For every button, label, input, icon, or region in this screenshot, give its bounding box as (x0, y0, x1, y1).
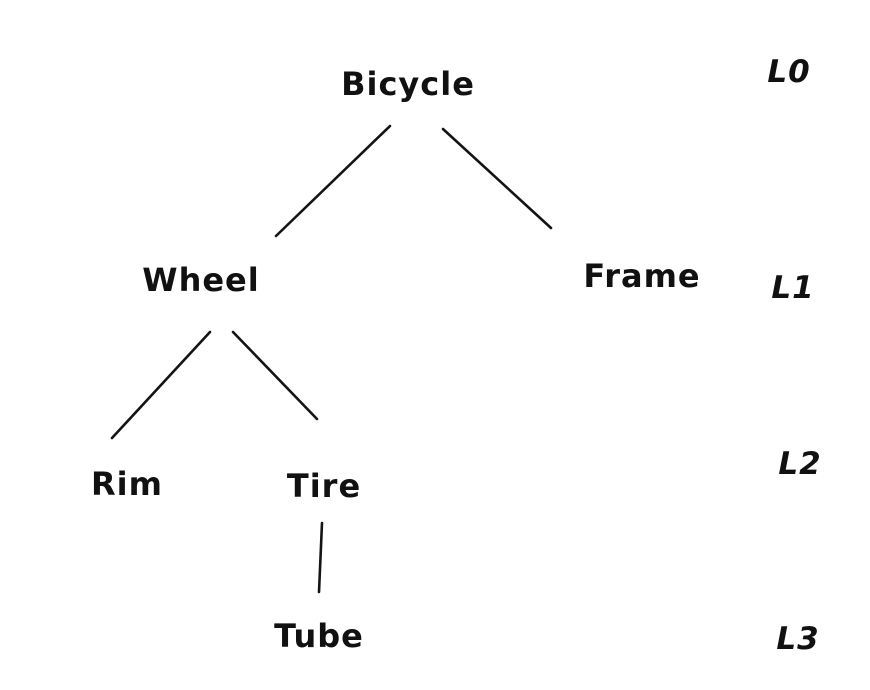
edge-bicycle-frame (441, 127, 553, 230)
level-label-l1: L1 (771, 270, 815, 306)
node-bicycle: Bicycle (341, 65, 475, 103)
edge-tire-tube (317, 521, 324, 594)
node-tube: Tube (274, 617, 364, 655)
edge-bicycle-wheel (274, 124, 392, 238)
node-wheel: Wheel (142, 261, 260, 299)
edge-wheel-rim (110, 330, 212, 440)
node-frame: Frame (583, 257, 701, 295)
level-label-l0: L0 (767, 54, 811, 90)
level-label-l2: L2 (778, 446, 822, 482)
node-tire: Tire (286, 467, 362, 505)
node-rim: Rim (91, 465, 163, 503)
edge-wheel-tire (231, 330, 319, 421)
level-label-l3: L3 (776, 621, 820, 657)
